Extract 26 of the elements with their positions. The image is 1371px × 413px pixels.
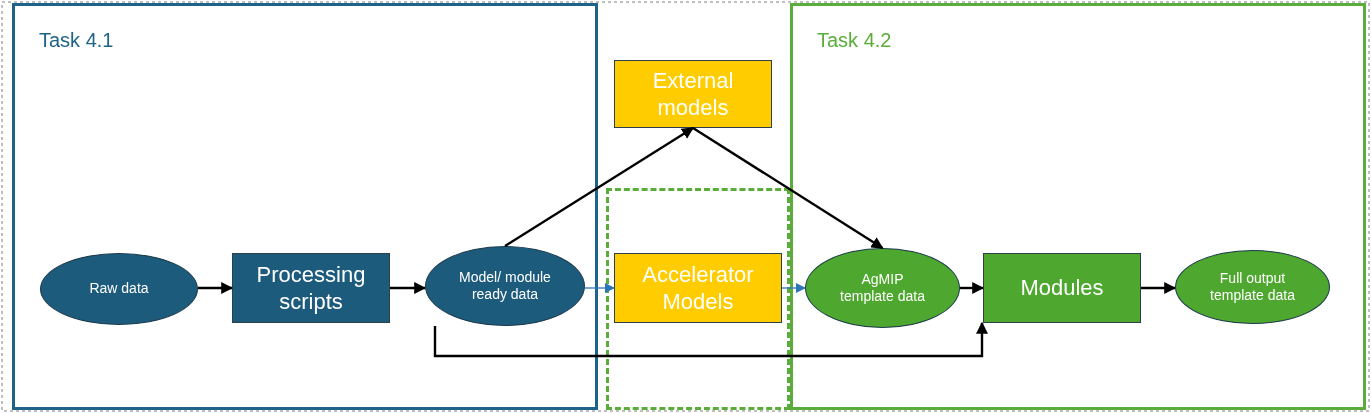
arrow <box>960 282 985 294</box>
arrow <box>433 321 988 358</box>
model-box <box>614 253 782 323</box>
node-label: Raw data <box>88 280 150 298</box>
node-label: AgMIP template data <box>839 270 926 306</box>
process-box <box>232 253 390 323</box>
node-label: Modules <box>1019 274 1105 302</box>
node-label: Model/ module ready data <box>458 268 552 304</box>
node-label: Full output template data <box>1209 269 1296 305</box>
model-box <box>614 60 772 128</box>
arrow <box>692 127 884 249</box>
dashed-frame <box>606 188 790 410</box>
arrow <box>198 282 234 294</box>
arrow <box>781 282 807 294</box>
arrow <box>390 282 427 294</box>
arrow <box>1141 282 1177 294</box>
node-label: Processing scripts <box>255 260 367 316</box>
group-title: Task 4.1 <box>38 28 115 53</box>
module-box <box>983 253 1141 323</box>
arrow <box>584 282 616 294</box>
node-label: Accelerator Models <box>641 260 755 316</box>
group-title: Task 4.2 <box>816 28 893 53</box>
arrow <box>504 127 694 247</box>
node-label: External models <box>651 66 735 122</box>
task-group-frame <box>12 3 598 410</box>
task-group-frame <box>790 3 1366 410</box>
